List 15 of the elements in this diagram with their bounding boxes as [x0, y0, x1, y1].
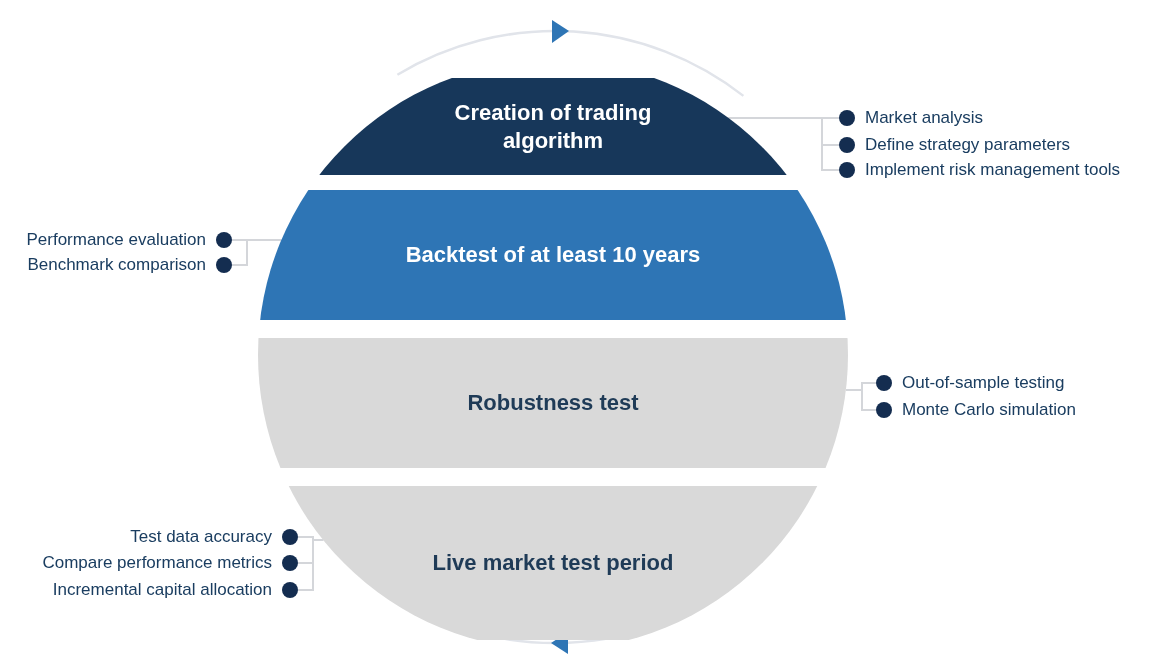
- bullet-text: Out-of-sample testing: [902, 373, 1065, 393]
- leader-line: [727, 117, 840, 171]
- stage-title: Robustness test: [467, 389, 639, 417]
- bullet-text: Define strategy parameters: [865, 135, 1071, 155]
- stage-title: Backtest of at least 10 years: [405, 241, 701, 269]
- bullet-text: Monte Carlo simulation: [902, 400, 1076, 420]
- bullet-text: Test data accuracy: [130, 527, 272, 547]
- bullet-text: Compare performance metrics: [42, 553, 272, 573]
- bullet-text: Implement risk management tools: [865, 160, 1121, 180]
- stage-title: Live market test period: [432, 549, 674, 577]
- bullet-text: Market analysis: [865, 108, 984, 128]
- bullet-text: Incremental capital allocation: [52, 580, 272, 600]
- bullet-text: Benchmark comparison: [27, 255, 206, 275]
- bullet-text: Performance evaluation: [26, 230, 206, 250]
- stage-title: Creation of trading algorithm: [453, 98, 653, 155]
